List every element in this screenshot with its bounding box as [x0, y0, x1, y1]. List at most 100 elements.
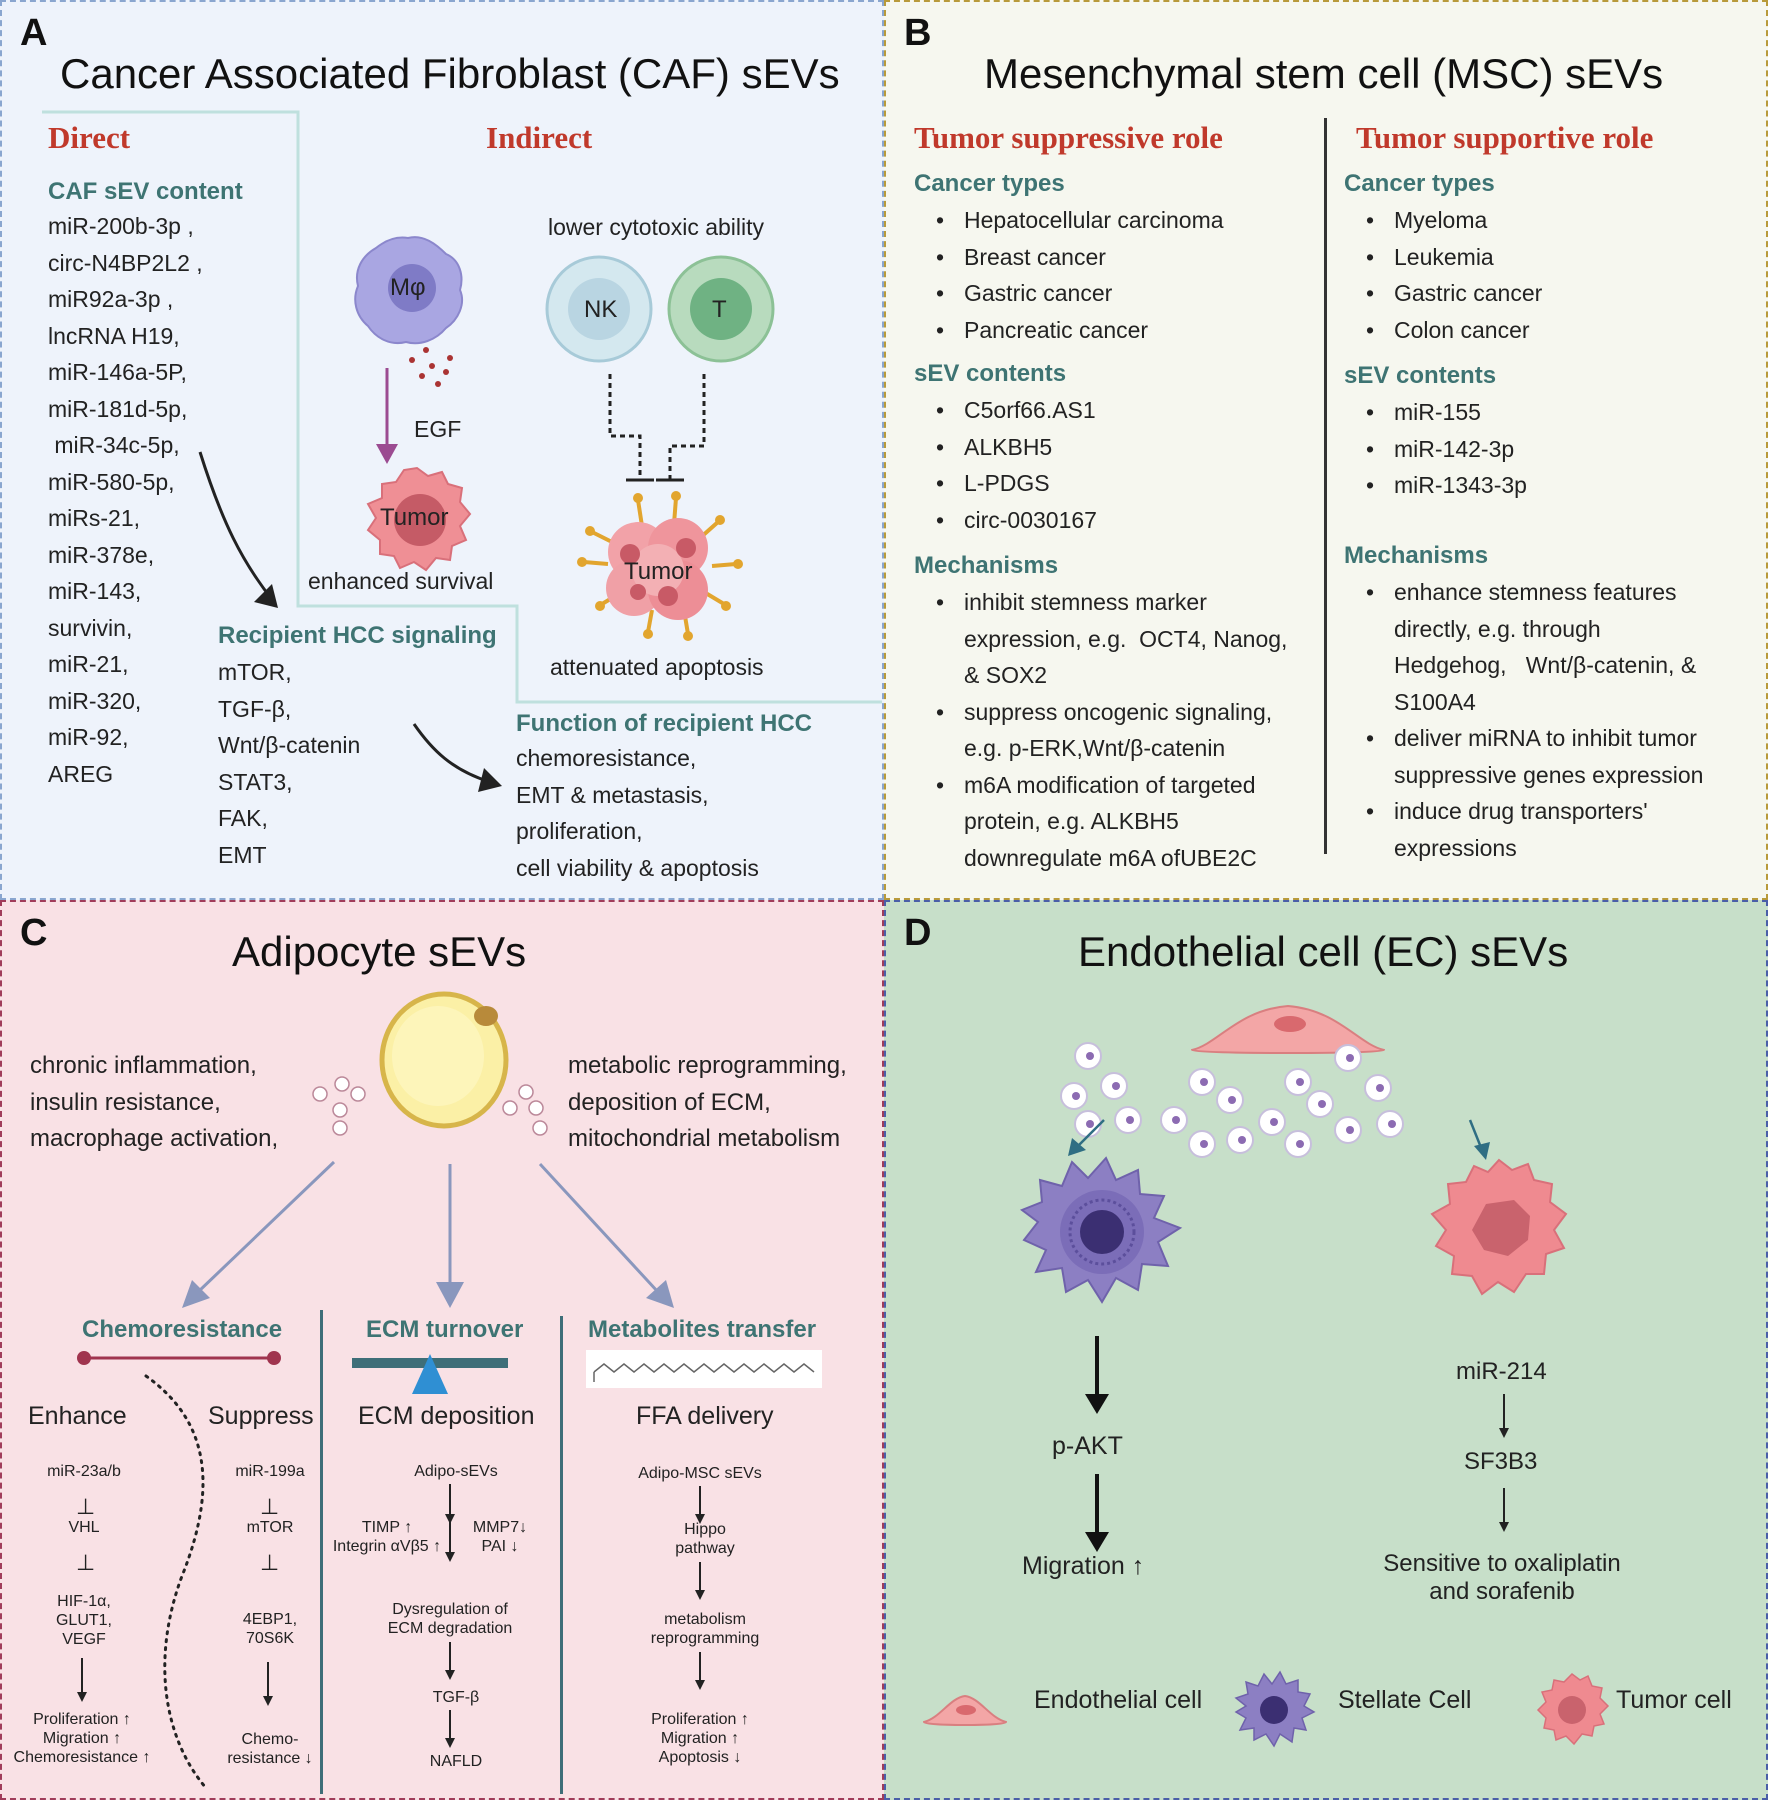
pakt-label: p-AKT [1052, 1432, 1123, 1460]
down-arrow [445, 1642, 455, 1680]
content-item: miR-21, [48, 651, 129, 677]
stellate-cell-icon [1234, 1670, 1316, 1748]
function-heading: Function of recipient HCC [516, 710, 812, 737]
down-arrow [1499, 1488, 1509, 1532]
ecm-step: TIMP ↑ Integrin αVβ5 ↑ [332, 1519, 442, 1555]
sup-step: mTOR [246, 1519, 294, 1536]
panel-adipocyte: C Adipocyte sEVs chronic inflammation, i… [0, 900, 884, 1800]
signaling-item: mTOR, [218, 659, 292, 685]
sup-cancer-list: Hepatocellular carcinoma Breast cancer G… [914, 202, 1224, 348]
down-arrow [695, 1562, 705, 1600]
direct-indirect-divider [42, 110, 882, 792]
panel-letter: B [904, 12, 932, 54]
ecm-step: Adipo-sEVs [414, 1463, 498, 1480]
vesicles-icon [312, 1076, 366, 1136]
cancer-item: Gastric cancer [1344, 275, 1542, 312]
enh-step: HIF-1α, GLUT1, VEGF [55, 1593, 112, 1648]
content-item: circ-N4BP2L2 , [48, 249, 203, 276]
legend-tumor: Tumor cell [1616, 1686, 1732, 1714]
column-divider [1324, 118, 1327, 854]
content-item: miR-580-5p, [48, 468, 175, 495]
sev-item: miR-142-3p [1344, 431, 1527, 468]
panel-letter: A [20, 12, 48, 54]
panel-title: Cancer Associated Fibroblast (CAF) sEVs [60, 50, 840, 97]
panel-caf: A Cancer Associated Fibroblast (CAF) sEV… [0, 0, 884, 900]
ecm-sub: ECM deposition [358, 1402, 535, 1430]
ecm-step: MMP7↓ PAI ↓ [472, 1519, 528, 1555]
inhibit-icon: ⊥ [76, 1550, 96, 1575]
signaling-list: mTOR, TGF-β, Wnt/β-catenin STAT3, FAK, E… [218, 654, 360, 873]
sup-sev-heading: sEV contents [914, 360, 1067, 387]
delivery-arrows [1068, 1119, 1490, 1160]
signaling-item: TGF-β, [218, 695, 292, 722]
supp-sev-list: miR-155 miR-142-3p miR-1343-3p [1344, 394, 1527, 504]
right-effects: metabolic reprogramming, deposition of E… [568, 1052, 847, 1152]
ecm-heading: ECM turnover [366, 1316, 524, 1343]
metab-sub: FFA delivery [636, 1402, 774, 1430]
content-item: miR-320, [48, 687, 142, 714]
content-item: miR92a-3p , [48, 286, 174, 312]
supportive-heading: Tumor supportive role [1356, 120, 1654, 155]
metab-heading: Metabolites transfer [588, 1316, 817, 1343]
tumor-cluster-icon [577, 491, 743, 641]
vesicles-icon [502, 1084, 548, 1136]
sensitive-label: Sensitive to oxaliplatin and sorafenib [1383, 1550, 1621, 1605]
macrophage-label: Mφ [390, 274, 426, 301]
adipocyte-arrows [182, 1160, 674, 1308]
sup-cancer-heading: Cancer types [914, 170, 1065, 197]
migration-label: Migration ↑ [1022, 1552, 1145, 1580]
suppressive-heading: Tumor suppressive role [914, 120, 1223, 155]
endothelial-cell-icon [922, 1694, 1008, 1726]
content-item: survivin, [48, 614, 133, 641]
sup-mech-heading: Mechanisms [914, 552, 1059, 579]
content-item: AREG [48, 760, 114, 787]
sf3b3-label: SF3B3 [1464, 1448, 1538, 1475]
direct-heading: Direct [48, 120, 131, 155]
function-item: chemoresistance, [516, 745, 697, 771]
cancer-item: Hepatocellular carcinoma [914, 202, 1224, 239]
macrophage-icon [354, 236, 464, 345]
endothelial-cell-icon [1190, 1004, 1386, 1054]
supp-mech-list: enhance stemness features directly, e.g.… [1344, 574, 1703, 866]
function-item: proliferation, [516, 818, 643, 844]
suppress-label: Suppress [208, 1402, 314, 1430]
signaling-item: EMT [218, 841, 267, 868]
enh-step: Proliferation ↑ Migration ↑ Chemoresista… [13, 1711, 151, 1766]
content-list: miR-200b-3p , circ-N4BP2L2 , miR92a-3p ,… [48, 208, 203, 792]
content-item: miR-92, [48, 724, 129, 750]
chemo-heading: Chemoresistance [82, 1316, 283, 1343]
sup-step: 4EBP1, 70S6K [242, 1611, 298, 1647]
tumor-cell-icon [1430, 1158, 1568, 1296]
column-divider [560, 1316, 563, 1794]
egf-arrow [376, 368, 398, 464]
cancer-item: Pancreatic cancer [914, 312, 1224, 349]
cancer-item: Myeloma [1344, 202, 1542, 239]
inhibit-icon: ⊥ [76, 1494, 96, 1519]
column-divider [320, 1310, 323, 1794]
ecm-step: TGF-β [432, 1689, 480, 1706]
sup-sev-list: C5orf66.AS1 ALKBH5 L-PDGS circ-0030167 [914, 392, 1097, 538]
sev-item: circ-0030167 [914, 502, 1097, 539]
thick-arrow [1085, 1474, 1109, 1552]
signaling-heading: Recipient HCC signaling [218, 622, 497, 649]
panel-title: Endothelial cell (EC) sEVs [1078, 928, 1569, 975]
content-item: lncRNA H19, [48, 322, 180, 349]
enh-step: VHL [68, 1519, 100, 1536]
mech-item: deliver miRNA to inhibit tumor suppressi… [1344, 720, 1703, 793]
inhibition-lines [608, 374, 706, 482]
sev-item: miR-1343-3p [1344, 467, 1527, 504]
metab-step: Proliferation ↑ Migration ↑ Apoptosis ↓ [651, 1711, 749, 1766]
content-item: miR-34c-5p, [48, 432, 180, 458]
thick-arrow [1085, 1336, 1109, 1414]
function-list: chemoresistance, EMT & metastasis, proli… [516, 740, 759, 886]
signaling-item: STAT3, [218, 768, 293, 795]
down-arrow [445, 1484, 455, 1524]
down-arrow [445, 1520, 455, 1562]
cancer-item: Colon cancer [1344, 312, 1542, 349]
panel-endothelial: D Endothelial cell (EC) sEVs [884, 900, 1768, 1800]
left-effects: chronic inflammation, insulin resistance… [30, 1052, 279, 1152]
down-arrow [695, 1486, 705, 1524]
signaling-item: Wnt/β-catenin [218, 732, 361, 758]
adipocyte-icon [379, 991, 509, 1129]
tumor-cell-icon [366, 466, 472, 572]
